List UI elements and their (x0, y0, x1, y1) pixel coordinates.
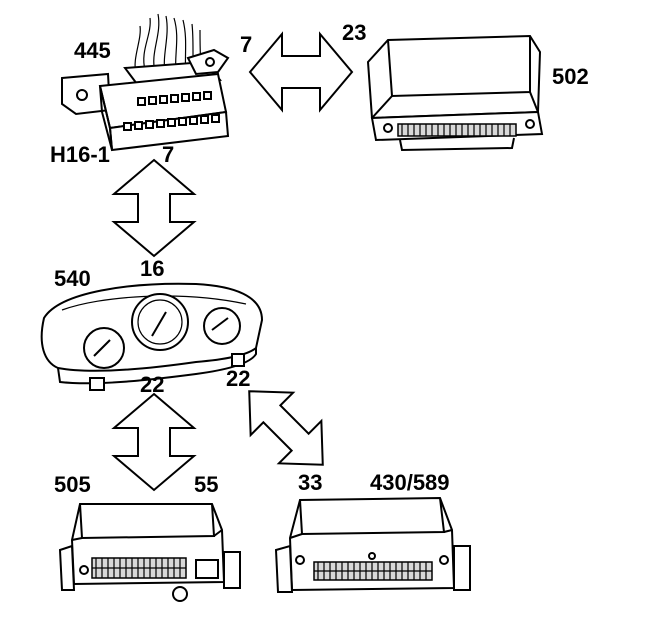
diagnostic-link-connector (61, 13, 230, 152)
arrow-cluster-module-505 (111, 392, 197, 492)
label-dlc-id: 445 (74, 38, 111, 63)
arrow-dlc-cluster (111, 158, 197, 258)
ecm-module-502 (366, 34, 544, 152)
label-ecm-pin: 23 (342, 20, 366, 45)
label-cluster-pin-right: 22 (226, 366, 250, 391)
module-505 (58, 503, 241, 602)
module-430-589 (274, 496, 471, 593)
label-cluster-id: 540 (54, 266, 91, 291)
instrument-cluster-540 (40, 282, 264, 391)
arrow-cluster-module-430-589 (248, 390, 324, 466)
label-ecm-id: 502 (552, 64, 589, 89)
label-module-a-id: 505 (54, 472, 91, 497)
label-module-b-id: 430/589 (370, 470, 450, 495)
arrow-dlc-ecm (248, 31, 354, 113)
label-dlc-pin-right: 7 (240, 32, 252, 57)
label-dlc-ref: H16-1 (50, 142, 110, 167)
label-dlc-pin-bottom: 7 (162, 142, 174, 167)
label-cluster-pin-left: 22 (140, 372, 164, 397)
label-module-a-pin: 55 (194, 472, 218, 497)
label-module-b-pin: 33 (298, 470, 322, 495)
label-cluster-pin-top: 16 (140, 256, 164, 281)
